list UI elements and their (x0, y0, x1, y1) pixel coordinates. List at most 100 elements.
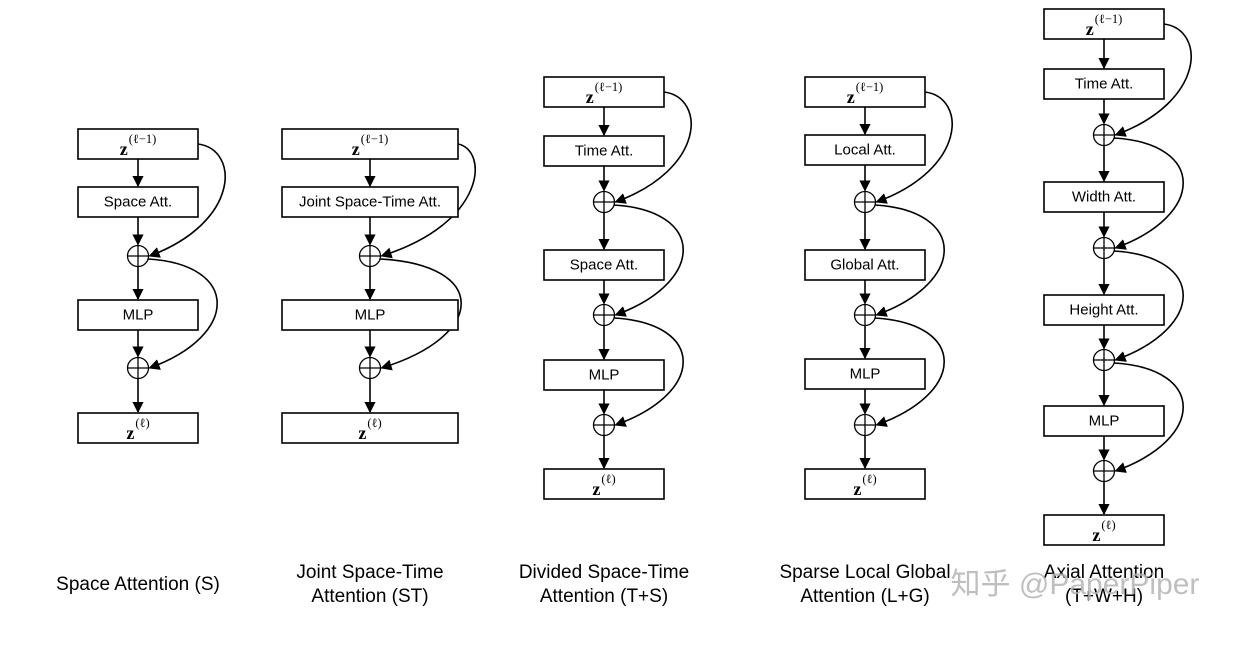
add-node (358, 244, 382, 268)
block-box (281, 299, 459, 331)
residual-connection-arrow (1113, 250, 1184, 362)
block-node: Time Att. (543, 135, 665, 167)
z-symbol-label: z(ℓ) (358, 416, 381, 443)
block-label: Time Att. (575, 143, 634, 160)
z-box (1043, 8, 1165, 40)
block-label: Height Att. (1069, 302, 1138, 319)
block-node: Local Att. (804, 134, 926, 166)
z-box (804, 76, 926, 108)
block-box (543, 359, 665, 391)
z-symbol-label: z(ℓ−1) (586, 80, 623, 107)
block-node: Space Att. (543, 249, 665, 281)
captions-layer: Space Attention (S) Joint Space-TimeAtten… (56, 562, 1164, 607)
z-symbol-label: z(ℓ) (592, 472, 615, 499)
block-label: MLP (123, 307, 154, 324)
nodes-layer: z(ℓ−1) Space Att. MLP z(ℓ) z(ℓ−1) Joint Space… (77, 8, 1165, 546)
block-label: MLP (850, 366, 881, 383)
z-box (77, 412, 199, 444)
diagram-caption: Attention (L+G) (800, 586, 929, 607)
diagram-axial: z(ℓ−1) Time Att. Width Att. Height Att. MLP z… (1043, 8, 1165, 546)
residual-connection-arrow (874, 204, 945, 317)
residual-connection-arrow (148, 143, 226, 258)
residual-connection-arrow (875, 91, 953, 204)
block-label: MLP (589, 367, 620, 384)
z-node: z(ℓ) (543, 468, 665, 500)
diagram-space: z(ℓ−1) Space Att. MLP z(ℓ) (77, 128, 199, 444)
z-symbol-label: z(ℓ−1) (352, 132, 389, 159)
z-node: z(ℓ) (804, 468, 926, 500)
diagram-caption: Divided Space-Time (519, 562, 689, 583)
block-node: MLP (281, 299, 459, 331)
diagram-caption: Sparse Local Global (779, 562, 950, 583)
residual-connection-arrow (1113, 137, 1184, 250)
block-label: Local Att. (834, 142, 896, 159)
block-box (804, 249, 926, 281)
residual-connection-arrow (147, 258, 218, 370)
residual-connection-arrow (380, 143, 476, 259)
add-node (592, 190, 616, 214)
add-node (853, 413, 877, 437)
z-box (1043, 514, 1165, 546)
block-node: Height Att. (1043, 294, 1165, 326)
diagram-joint: z(ℓ−1) Joint Space-Time Att. MLP z(ℓ) (281, 128, 459, 444)
block-node: MLP (77, 299, 199, 331)
add-node (1092, 123, 1116, 147)
block-node: Global Att. (804, 249, 926, 281)
z-symbol-label: z(ℓ−1) (120, 132, 157, 159)
block-label: Space Att. (570, 257, 638, 274)
block-node: MLP (1043, 405, 1165, 437)
residual-connection-arrow (613, 204, 684, 317)
add-node (126, 356, 150, 380)
z-symbol-label: z(ℓ) (1092, 518, 1115, 545)
watermark-text: 知乎 @PaperPiper (951, 568, 1200, 601)
add-node (1092, 459, 1116, 483)
block-box (77, 186, 199, 218)
z-symbol-label: z(ℓ) (853, 472, 876, 499)
z-box (543, 468, 665, 500)
block-box (1043, 405, 1165, 437)
add-node (592, 413, 616, 437)
z-node: z(ℓ−1) (1043, 8, 1165, 40)
z-symbol-label: z(ℓ) (126, 416, 149, 443)
block-box (1043, 181, 1165, 213)
block-box (281, 186, 459, 218)
z-box (543, 76, 665, 108)
z-node: z(ℓ−1) (543, 76, 665, 108)
block-box (1043, 68, 1165, 100)
add-node (1092, 348, 1116, 372)
diagram-caption: Space Attention (S) (56, 574, 220, 595)
block-node: Space Att. (77, 186, 199, 218)
block-box (543, 249, 665, 281)
block-box (1043, 294, 1165, 326)
block-node: MLP (543, 359, 665, 391)
block-label: Space Att. (104, 194, 172, 211)
z-box (804, 468, 926, 500)
z-node: z(ℓ) (1043, 514, 1165, 546)
residual-connection-arrow (874, 317, 945, 427)
block-label: Time Att. (1075, 76, 1134, 93)
block-label: MLP (355, 307, 386, 324)
add-node (853, 303, 877, 327)
residual-connection-arrow (379, 258, 462, 371)
diagram-caption: Attention (ST) (311, 586, 428, 607)
add-node (358, 356, 382, 380)
block-label: Joint Space-Time Att. (299, 194, 441, 211)
block-box (804, 134, 926, 166)
block-box (543, 135, 665, 167)
block-node: Time Att. (1043, 68, 1165, 100)
z-node: z(ℓ) (281, 412, 459, 444)
residual-connection-arrow (1114, 23, 1192, 137)
block-box (77, 299, 199, 331)
diagram-caption: Axial Attention (1044, 562, 1164, 583)
add-node (126, 244, 150, 268)
block-node: Width Att. (1043, 181, 1165, 213)
residual-connection-arrow (614, 91, 692, 204)
block-node: MLP (804, 358, 926, 390)
z-box (77, 128, 199, 160)
diagram-caption: Joint Space-Time (296, 562, 443, 583)
block-label: Global Att. (830, 257, 899, 274)
diagram-caption: (T+W+H) (1065, 586, 1143, 607)
